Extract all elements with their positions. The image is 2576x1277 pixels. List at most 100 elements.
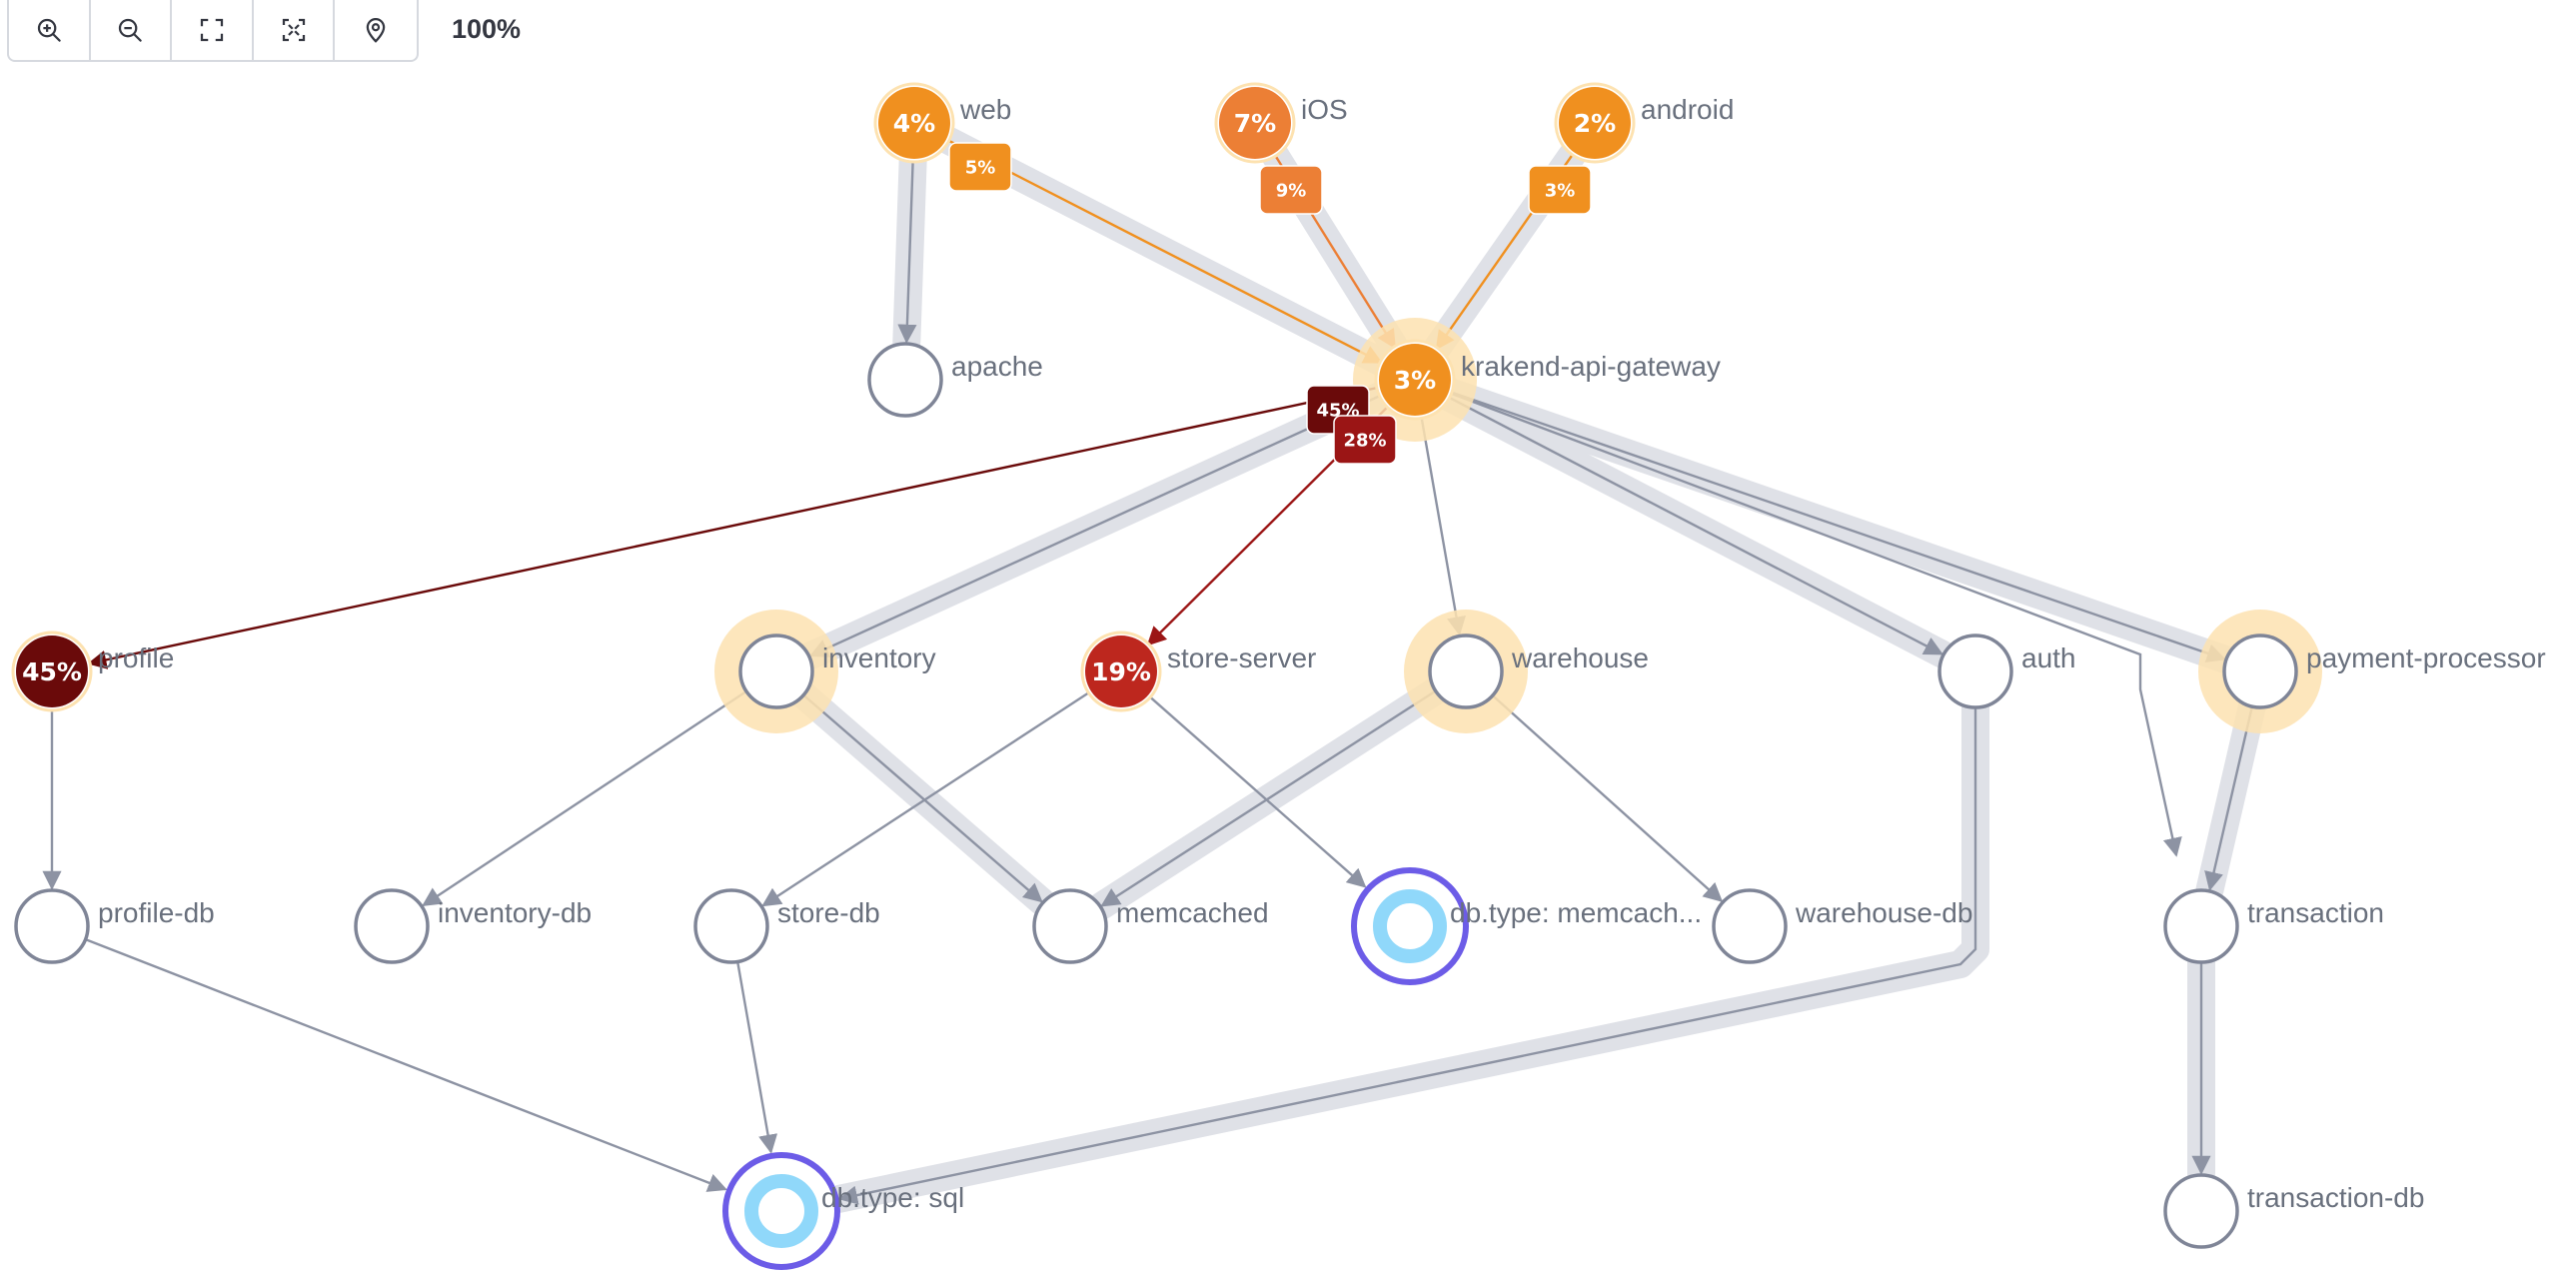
zoom-in-button[interactable] xyxy=(9,0,91,60)
edge-web-gateway[interactable] xyxy=(945,138,1383,364)
node-transaction[interactable]: transaction xyxy=(2163,888,2384,964)
node-percentage: 7% xyxy=(1234,109,1276,138)
node-gateway[interactable]: 3% krakend-api-gateway xyxy=(1353,318,1721,442)
node-label: store-server xyxy=(1167,642,1316,673)
edge-warehouse-warehouse-db[interactable] xyxy=(1491,694,1724,902)
edge-gateway-warehouse[interactable] xyxy=(1420,415,1466,637)
edge-gateway-profile[interactable] xyxy=(87,386,1381,669)
focus-node-button[interactable] xyxy=(335,0,417,60)
edge-inventory-inventory-db[interactable] xyxy=(422,689,747,907)
node-label: memcached xyxy=(1116,897,1269,928)
edge-badge-label: 5% xyxy=(965,158,996,179)
node-circle xyxy=(1085,636,1157,707)
expand-icon xyxy=(282,18,305,42)
edge-badge-ios-gateway: 9% xyxy=(1259,165,1323,215)
node-db-memcached[interactable]: db.type: memcach... xyxy=(1351,867,1702,985)
node-circle xyxy=(14,888,90,964)
node-db-sql[interactable]: db.type: sql xyxy=(722,1152,964,1270)
node-label: payment-processor xyxy=(2306,642,2546,673)
node-inventory[interactable]: inventory xyxy=(714,610,936,733)
node-label: profile xyxy=(98,642,174,673)
zoom-level-readout: 100% xyxy=(452,14,522,44)
node-warehouse-db[interactable]: warehouse-db xyxy=(1712,888,1972,964)
external-inner xyxy=(1373,889,1447,963)
edge-warehouse-memcached[interactable] xyxy=(1100,689,1437,907)
node-circle xyxy=(867,342,943,418)
edge-layer xyxy=(42,138,2254,1205)
node-circle xyxy=(1219,87,1291,159)
node-label: store-db xyxy=(777,897,880,928)
node-inventory-db[interactable]: inventory-db xyxy=(354,888,592,964)
edge-store-server-store-db[interactable] xyxy=(761,689,1092,907)
edge-store-db-db-sql[interactable] xyxy=(736,961,778,1154)
edge-badge-layer: 5%9%3%45%28% xyxy=(948,142,1592,465)
external-inner xyxy=(744,1174,818,1248)
node-label: profile-db xyxy=(98,897,215,928)
node-profile[interactable]: 45%profile xyxy=(11,631,174,712)
node-label: web xyxy=(959,94,1011,125)
node-circle xyxy=(2222,634,2298,709)
node-transaction-db[interactable]: transaction-db xyxy=(2163,1173,2424,1249)
node-auth[interactable]: auth xyxy=(1937,634,2076,709)
edge-badge-label: 3% xyxy=(1545,181,1576,202)
node-label: apache xyxy=(951,351,1043,382)
node-percentage: 4% xyxy=(893,109,935,138)
map-controls xyxy=(7,0,419,62)
node-label: transaction xyxy=(2247,897,2384,928)
node-circle xyxy=(2163,1173,2239,1249)
node-circle xyxy=(693,888,769,964)
edge-badge-gateway-store-server: 28% xyxy=(1333,415,1397,465)
edge-web-apache[interactable] xyxy=(897,158,917,344)
node-label: auth xyxy=(2021,642,2076,673)
node-circle xyxy=(1428,634,1504,709)
edge-gateway-payment-processor[interactable] xyxy=(1448,390,2226,663)
edge-payment-processor-transaction[interactable] xyxy=(2204,705,2254,891)
node-layer: 4% web 7% iOS 2%android apache 3% krakend-api-g… xyxy=(11,82,2546,1270)
map-pin-icon xyxy=(366,18,386,43)
edge-gateway-auth[interactable] xyxy=(1446,395,1944,655)
zoom-out-icon xyxy=(119,18,143,42)
node-circle xyxy=(2163,888,2239,964)
edge-auth-db-sql[interactable] xyxy=(837,671,1977,1205)
center-button[interactable] xyxy=(254,0,336,60)
zoom-in-icon xyxy=(37,18,61,42)
node-label: warehouse xyxy=(1511,642,1649,673)
node-circle xyxy=(738,634,814,709)
node-memcached[interactable]: memcached xyxy=(1032,888,1269,964)
edge-badge-label: 9% xyxy=(1276,181,1307,202)
edge-store-server-db-memcached[interactable] xyxy=(1147,693,1367,888)
node-label: transaction-db xyxy=(2247,1182,2424,1213)
node-label: krakend-api-gateway xyxy=(1461,351,1721,382)
node-store-server[interactable]: 19% store-server xyxy=(1080,631,1316,712)
node-web[interactable]: 4% web xyxy=(873,82,1011,164)
node-label: inventory-db xyxy=(438,897,592,928)
node-android[interactable]: 2%android xyxy=(1554,82,1734,164)
node-warehouse[interactable]: warehouse xyxy=(1404,610,1649,733)
edge-profile-db-db-sql[interactable] xyxy=(85,937,727,1192)
edge-gateway-transaction[interactable] xyxy=(1414,378,2182,857)
node-percentage: 19% xyxy=(1091,657,1151,686)
node-ios[interactable]: 7% iOS xyxy=(1214,82,1348,164)
edge-badge-android-gateway: 3% xyxy=(1528,165,1592,215)
node-label: db.type: sql xyxy=(821,1182,964,1213)
fit-to-screen-button[interactable] xyxy=(172,0,254,60)
node-payment-processor[interactable]: payment-processor xyxy=(2198,610,2546,733)
node-circle xyxy=(1937,634,2013,709)
node-circle xyxy=(354,888,430,964)
node-circle xyxy=(878,87,950,159)
fit-screen-icon xyxy=(200,18,224,42)
edge-inventory-memcached[interactable] xyxy=(802,693,1043,903)
zoom-out-button[interactable] xyxy=(91,0,173,60)
node-circle xyxy=(1379,344,1451,416)
edge-badge-web-gateway: 5% xyxy=(948,142,1012,192)
edge-gateway-inventory[interactable] xyxy=(808,393,1383,657)
node-store-db[interactable]: store-db xyxy=(693,888,880,964)
node-label: iOS xyxy=(1301,94,1348,125)
node-circle xyxy=(1712,888,1788,964)
node-profile-db[interactable]: profile-db xyxy=(14,888,215,964)
node-label: android xyxy=(1641,94,1734,125)
node-apache[interactable]: apache xyxy=(867,342,1043,418)
node-label: db.type: memcach... xyxy=(1450,897,1702,928)
node-percentage: 3% xyxy=(1394,366,1436,395)
